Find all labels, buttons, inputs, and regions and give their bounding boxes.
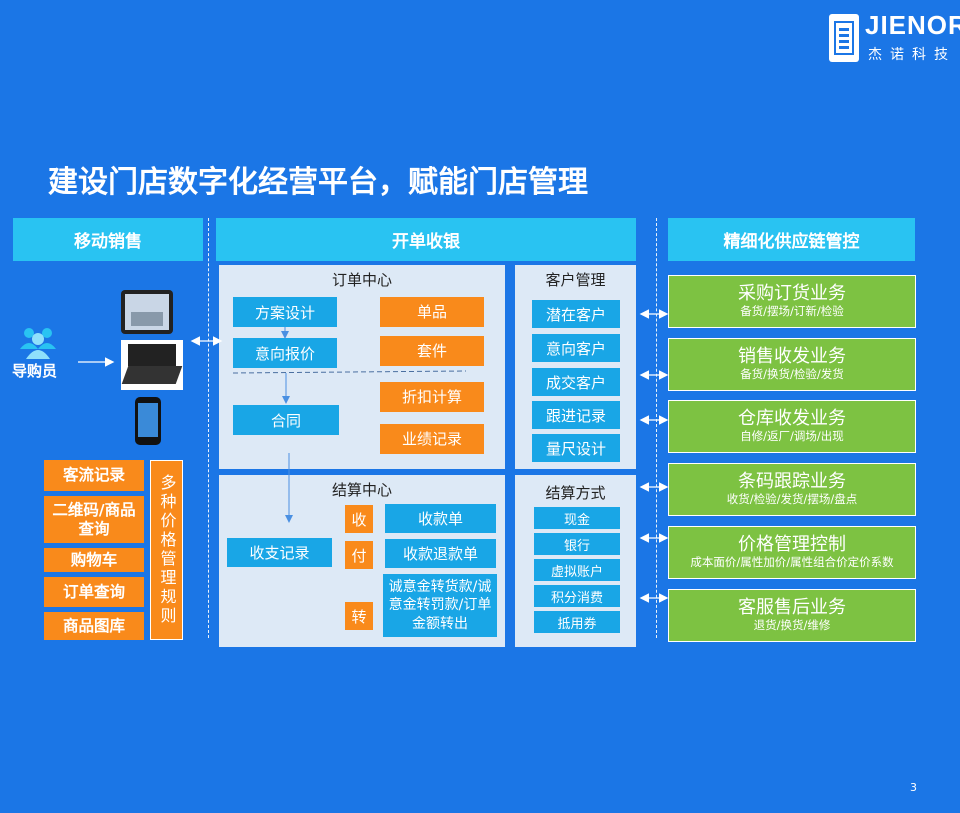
sales-shipping-detail: 备货/换货/检验/发货 <box>740 367 844 382</box>
scheme-design-box: 方案设计 <box>233 297 337 327</box>
laptop-icon <box>121 340 183 390</box>
divider-right <box>656 218 657 638</box>
points-box: 积分消费 <box>534 585 620 607</box>
tablet-icon <box>121 290 173 334</box>
discount-calc-box: 折扣计算 <box>380 382 484 412</box>
price-rules-label: 多种价格管理规则 <box>157 474 177 626</box>
purchase-order-box: 采购订货业务 备货/摆场/订新/检验 <box>668 275 916 328</box>
warehouse-detail: 自修/返厂/调场/出现 <box>740 429 844 444</box>
traffic-record-item: 客流记录 <box>44 460 144 491</box>
header-mobile-sales: 移动销售 <box>13 218 203 261</box>
logo-brand: JIENOR <box>865 10 960 40</box>
shopping-guide-label: 导购员 <box>12 362 58 380</box>
barcode-tracking-title: 条码跟踪业务 <box>738 470 846 492</box>
sales-shipping-title: 销售收发业务 <box>738 345 846 367</box>
user-group-icon <box>18 325 58 359</box>
header-billing: 开单收银 <box>216 218 636 261</box>
phone-icon <box>135 397 161 445</box>
logo-icon <box>829 14 859 62</box>
price-control-title: 价格管理控制 <box>738 533 846 555</box>
barcode-tracking-box: 条码跟踪业务 收货/检验/发货/摆场/盘点 <box>668 463 916 516</box>
customer-title: 客户管理 <box>545 271 606 289</box>
virtual-account-box: 虚拟账户 <box>534 559 620 581</box>
performance-record-box: 业绩记录 <box>380 424 484 454</box>
divider-left <box>208 218 209 638</box>
after-sales-detail: 退货/换货/维修 <box>753 618 831 633</box>
after-sales-box: 客服售后业务 退货/换货/维修 <box>668 589 916 642</box>
page-title: 建设门店数字化经营平台，赋能门店管理 <box>48 165 588 200</box>
kit-box: 套件 <box>380 336 484 366</box>
intent-quote-box: 意向报价 <box>233 338 337 368</box>
header-supply-chain: 精细化供应链管控 <box>668 218 915 261</box>
quote-dashed-line <box>232 370 467 374</box>
voucher-box: 抵用券 <box>534 611 620 633</box>
cash-box: 现金 <box>534 507 620 529</box>
price-control-detail: 成本面价/属性加价/属性组合价定价系数 <box>690 555 894 570</box>
warehouse-title: 仓库收发业务 <box>738 407 846 429</box>
qr-product-query-item: 二维码/商品查询 <box>44 496 144 543</box>
receipt-box: 收款单 <box>385 504 496 533</box>
receipt-refund-box: 收款退款单 <box>385 539 496 568</box>
income-expense-record-box: 收支记录 <box>227 538 332 567</box>
payment-methods-title: 结算方式 <box>545 484 606 502</box>
logo-subtitle: 杰诺科技 <box>868 47 956 63</box>
measure-design-box: 量尺设计 <box>532 434 620 462</box>
deal-customer-box: 成交客户 <box>532 368 620 396</box>
sales-shipping-box: 销售收发业务 备货/换货/检验/发货 <box>668 338 916 391</box>
product-gallery-item: 商品图库 <box>44 612 144 640</box>
follow-up-box: 跟进记录 <box>532 401 620 429</box>
barcode-tracking-detail: 收货/检验/发货/摆场/盘点 <box>726 492 858 507</box>
price-rules-box: 多种价格管理规则 <box>150 460 183 640</box>
pay-icon-box: 付 <box>345 541 373 569</box>
order-center-title: 订单中心 <box>331 271 392 289</box>
after-sales-title: 客服售后业务 <box>738 596 846 618</box>
warehouse-box: 仓库收发业务 自修/返厂/调场/出现 <box>668 400 916 453</box>
intent-customer-box: 意向客户 <box>532 334 620 362</box>
shopping-cart-item: 购物车 <box>44 548 144 572</box>
potential-customer-box: 潜在客户 <box>532 300 620 328</box>
transfer-icon-box: 转 <box>345 602 373 630</box>
contract-box: 合同 <box>233 405 339 435</box>
single-item-box: 单品 <box>380 297 484 327</box>
order-query-item: 订单查询 <box>44 577 144 607</box>
bank-box: 银行 <box>534 533 620 555</box>
page-number: 3 <box>910 781 917 794</box>
purchase-order-detail: 备货/摆场/订新/检验 <box>740 304 844 319</box>
deposit-transfer-box: 诚意金转货款/诚意金转罚款/订单金额转出 <box>383 574 497 637</box>
price-control-box: 价格管理控制 成本面价/属性加价/属性组合价定价系数 <box>668 526 916 579</box>
purchase-order-title: 采购订货业务 <box>738 282 846 304</box>
receive-icon-box: 收 <box>345 505 373 533</box>
settlement-center-title: 结算中心 <box>331 481 392 499</box>
